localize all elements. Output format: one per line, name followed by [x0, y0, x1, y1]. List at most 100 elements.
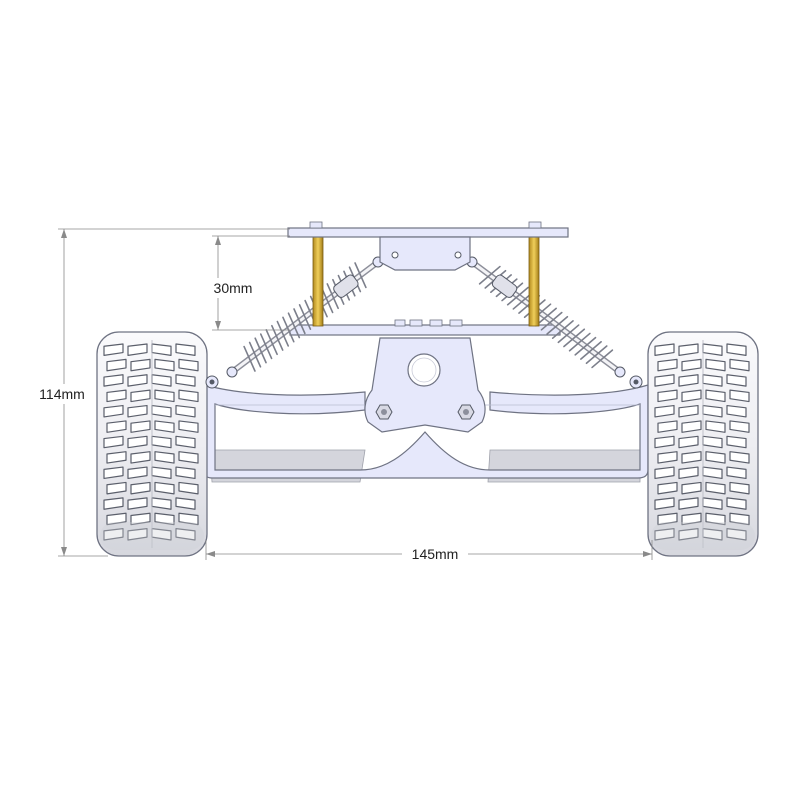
tread-block — [178, 358, 199, 372]
shock-body — [491, 274, 518, 298]
tread-block — [178, 512, 199, 526]
tread-block — [654, 404, 675, 418]
tread-block — [705, 358, 726, 372]
tread-block — [654, 497, 675, 510]
coil-turn — [326, 283, 339, 310]
tread-block — [130, 481, 151, 495]
center-bore — [407, 353, 441, 387]
tread-block — [678, 404, 699, 418]
spring-mount — [614, 366, 626, 378]
dimension-total-height: 114mm — [30, 228, 290, 557]
tread-block — [106, 358, 127, 372]
tread-block — [127, 374, 148, 387]
tread-block — [175, 404, 196, 418]
tread-block — [729, 389, 750, 403]
tread-block — [705, 389, 726, 403]
tread-block — [175, 528, 196, 541]
tread-block — [103, 374, 124, 387]
wheel-pivots — [205, 375, 643, 389]
tread-block — [130, 389, 151, 403]
coil-turn — [320, 287, 334, 314]
shock-body — [333, 274, 359, 298]
tread-block — [726, 466, 747, 480]
tread-block — [127, 466, 148, 480]
coil-spring-icon — [226, 256, 384, 378]
tread-block — [678, 466, 699, 480]
tread-block — [681, 512, 702, 526]
tread-block — [130, 420, 151, 433]
tread-block — [654, 343, 675, 356]
spring-mount — [226, 366, 238, 378]
tread-block — [103, 497, 124, 510]
coil-turn — [354, 262, 367, 289]
dimension-wheel-track: 145mm — [205, 540, 653, 564]
tire-icon — [96, 331, 208, 557]
tread-block — [103, 404, 124, 418]
tread-block — [106, 512, 127, 526]
height-dimension-label: 114mm — [39, 386, 85, 402]
standoff-right — [528, 231, 540, 327]
tread-block — [178, 389, 199, 403]
tread-block — [178, 420, 199, 433]
tread-block — [154, 358, 175, 372]
coil-turn — [540, 311, 563, 331]
tread-block — [729, 512, 750, 526]
tread-block — [678, 374, 699, 387]
tread-block — [654, 374, 675, 387]
tread-block — [657, 420, 678, 433]
tread-block — [130, 451, 151, 464]
suspension-springs — [226, 256, 626, 378]
tread-block — [178, 481, 199, 495]
tread-block — [127, 343, 148, 356]
tread-block — [729, 420, 750, 433]
tread-block — [127, 528, 148, 541]
coil-turn — [557, 324, 580, 344]
tread-block — [654, 435, 675, 449]
coil-turn — [568, 332, 591, 352]
tread-block — [154, 420, 175, 433]
tread-block — [726, 374, 747, 387]
tread-block — [726, 343, 747, 356]
track-dimension-label: 145mm — [412, 546, 459, 562]
tread-block — [103, 435, 124, 449]
tread-block — [654, 528, 675, 541]
tread-block — [103, 466, 124, 480]
tread-block — [154, 451, 175, 464]
tread-block — [678, 435, 699, 449]
coil-turn — [478, 265, 501, 285]
tread-block — [726, 497, 747, 510]
tread-block — [729, 481, 750, 495]
tread-block — [154, 389, 175, 403]
tread-block — [103, 343, 124, 356]
tread-block — [726, 435, 747, 449]
tread-block — [130, 512, 151, 526]
tread-block — [678, 343, 699, 356]
hex-nut-icon — [375, 404, 393, 420]
tire-icon — [647, 331, 759, 557]
standoff-left — [312, 231, 324, 327]
plate-gap-dimension-label: 30mm — [214, 280, 253, 296]
coil-turn — [585, 345, 608, 365]
tread-block — [106, 389, 127, 403]
coil-turn — [574, 336, 597, 356]
coil-turn — [254, 337, 267, 364]
tread-block — [705, 420, 726, 433]
coil-turn — [287, 312, 301, 339]
tread-block — [657, 481, 678, 495]
tread-block — [705, 512, 726, 526]
tread-block — [654, 466, 675, 480]
tread-block — [106, 481, 127, 495]
tread-block — [657, 451, 678, 464]
tread-block — [729, 451, 750, 464]
dimension-plate-gap: 30mm — [205, 235, 290, 331]
tread-block — [657, 358, 678, 372]
tread-block — [729, 358, 750, 372]
coil-turn — [259, 333, 273, 360]
tread-block — [175, 343, 196, 356]
tread-block — [106, 420, 127, 433]
tread-block — [681, 451, 702, 464]
coil-turn — [265, 329, 278, 356]
tread-block — [705, 451, 726, 464]
tread-block — [705, 481, 726, 495]
